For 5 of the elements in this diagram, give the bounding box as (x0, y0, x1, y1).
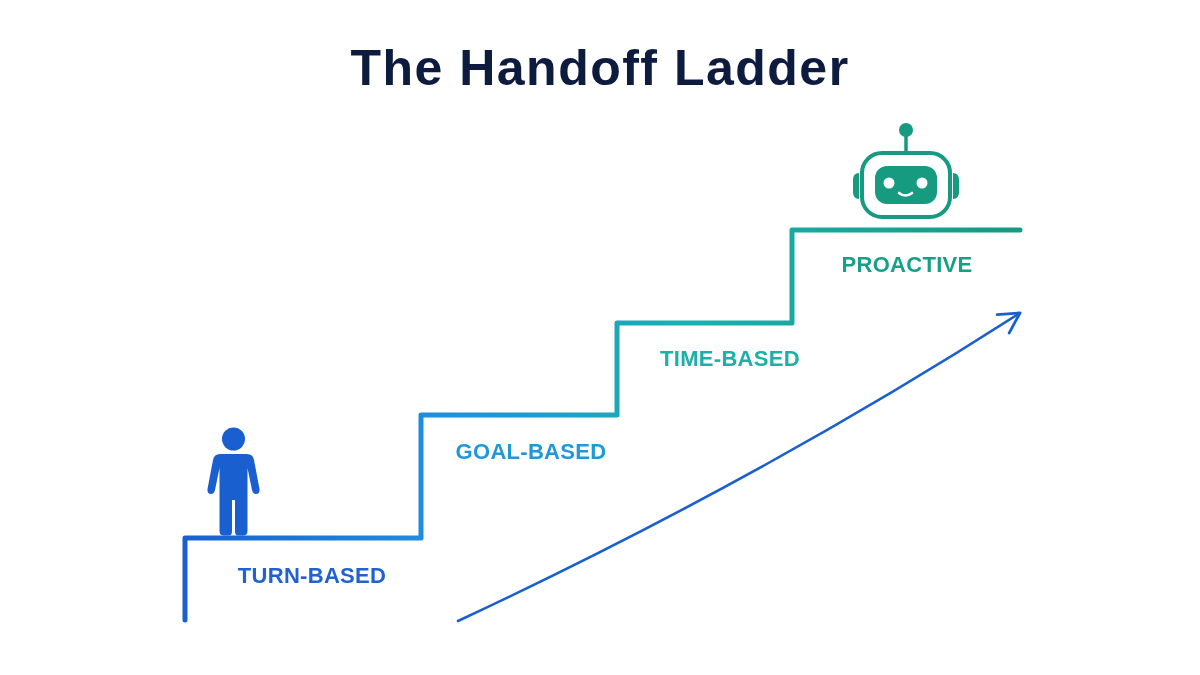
step-label: GOAL-BASED (455, 439, 607, 465)
diagram-title: The Handoff Ladder (350, 39, 850, 98)
step-label: TURN-BASED (237, 563, 387, 589)
step-label: PROACTIVE (841, 252, 973, 278)
step-label: TIME-BASED (660, 346, 800, 372)
